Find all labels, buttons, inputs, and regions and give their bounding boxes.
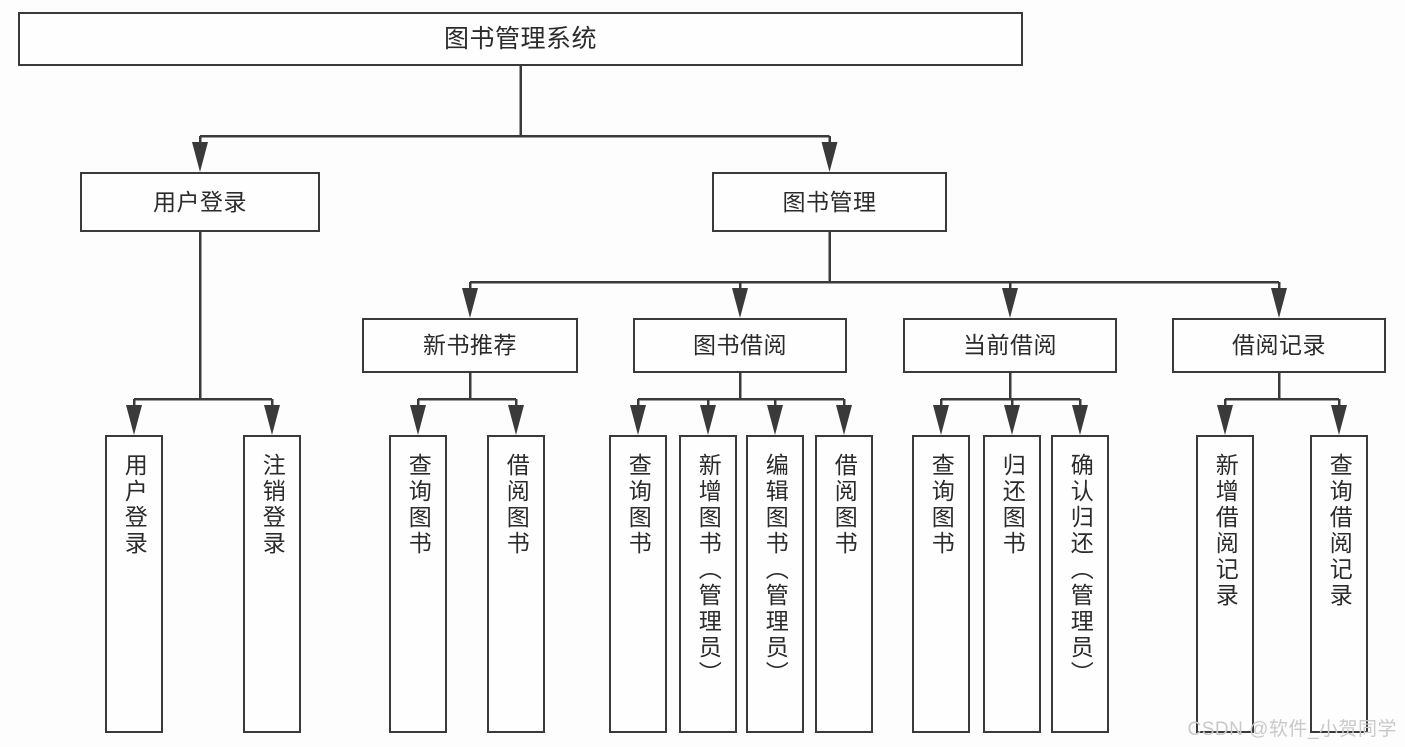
node-label: 新增借阅记录: [1212, 453, 1239, 609]
node-label: 当前借阅: [963, 332, 1057, 359]
node-root[interactable]: 图书管理系统: [18, 12, 1023, 66]
node-label: 新增图书（管理员）: [695, 453, 722, 687]
node-n-book-borrow[interactable]: 图书借阅: [633, 318, 847, 373]
node-label: 图书借阅: [693, 332, 787, 359]
node-label: 借阅图书: [831, 453, 858, 557]
watermark-label: CSDN @软件_小贺同学: [1187, 719, 1397, 740]
node-l-bb-add[interactable]: 新增图书（管理员）: [679, 435, 737, 733]
node-n-user-login[interactable]: 用户登录: [80, 172, 320, 232]
node-n-book-mgmt[interactable]: 图书管理: [712, 172, 947, 232]
node-label: 归还图书: [999, 453, 1026, 557]
node-l-br-add[interactable]: 新增借阅记录: [1196, 435, 1254, 733]
node-label: 借阅图书: [503, 453, 530, 557]
node-l-cb-return[interactable]: 归还图书: [983, 435, 1041, 733]
node-l-user-login[interactable]: 用户登录: [105, 435, 163, 733]
node-label: 借阅记录: [1232, 332, 1326, 359]
node-l-cb-confirm[interactable]: 确认归还（管理员）: [1051, 435, 1109, 733]
node-l-nb-borrow[interactable]: 借阅图书: [487, 435, 545, 733]
node-l-user-logout[interactable]: 注销登录: [243, 435, 301, 733]
node-label: 图书管理: [782, 188, 877, 215]
node-label: 用户登录: [153, 188, 247, 215]
node-label: 图书管理系统: [443, 24, 597, 53]
node-label: 查询借阅记录: [1326, 453, 1353, 609]
node-n-current-borrow[interactable]: 当前借阅: [903, 318, 1117, 373]
node-l-bb-query[interactable]: 查询图书: [609, 435, 667, 733]
node-n-new-book-rec[interactable]: 新书推荐: [362, 318, 578, 373]
node-label: 注销登录: [259, 453, 286, 557]
node-l-br-query[interactable]: 查询借阅记录: [1310, 435, 1368, 733]
node-l-bb-borrow[interactable]: 借阅图书: [815, 435, 873, 733]
node-label: 查询图书: [405, 453, 432, 557]
node-label: 用户登录: [121, 453, 148, 557]
node-l-nb-query[interactable]: 查询图书: [389, 435, 447, 733]
node-label: 查询图书: [625, 453, 652, 557]
node-label: 确认归还（管理员）: [1067, 453, 1094, 687]
node-n-borrow-record[interactable]: 借阅记录: [1172, 318, 1386, 373]
node-l-cb-query[interactable]: 查询图书: [912, 435, 970, 733]
node-label: 编辑图书（管理员）: [762, 453, 789, 687]
node-l-bb-edit[interactable]: 编辑图书（管理员）: [746, 435, 804, 733]
node-label: 查询图书: [928, 453, 955, 557]
node-label: 新书推荐: [423, 332, 517, 359]
